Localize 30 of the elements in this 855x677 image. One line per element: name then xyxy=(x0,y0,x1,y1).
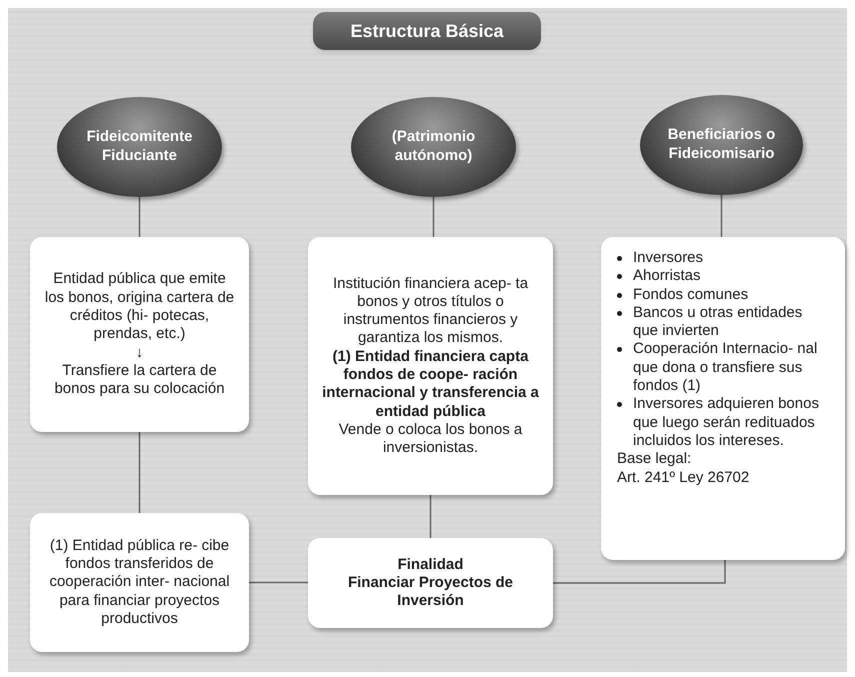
card-text: (1) Entidad pública re- cibe fondos transferidos de cooperación inter- nacional para financiar proyectos productivos xyxy=(48,536,231,628)
connector-line xyxy=(249,582,308,584)
list-item: Inversores adquieren bonos que luego serán redituados incluidos los intereses. xyxy=(633,395,820,450)
card-text: (1) Entidad financiera capta fondos de coope- ración internacional y transferencia a entidad pública xyxy=(321,348,540,421)
card-text: Vende o coloca los bonos a inversionistas. xyxy=(338,420,524,458)
connector-line xyxy=(138,197,140,237)
card-text: Transfiere la cartera de bonos para su colocación xyxy=(53,362,226,399)
connector-line xyxy=(553,560,726,584)
connector-line xyxy=(432,197,434,237)
list-item: Bancos u otras entidades que invierten xyxy=(633,304,804,340)
card-text: Entidad pública que emite los bonos, origina cartera de créditos (hi- potecas, prendas, etc.) xyxy=(44,270,236,344)
description-card xyxy=(30,237,249,432)
list-item: Fondos comunes xyxy=(633,286,748,304)
description-card xyxy=(30,513,249,652)
card-text: ↓ xyxy=(136,344,144,362)
card-text: Institución financiera acep- ta bonos y otros títulos o instrumentos financieros y garantiza los mismos. xyxy=(332,274,530,348)
list-card xyxy=(601,237,845,560)
list-item: Inversores xyxy=(633,249,704,268)
connector-line xyxy=(138,432,140,513)
card-text: Finalidad xyxy=(398,556,464,574)
connector-line xyxy=(720,195,722,237)
note-text: Base legal: xyxy=(617,450,692,469)
list-item: Cooperación Internacio- nal que dona o transfiere sus fondos (1) xyxy=(633,340,818,396)
goal-card xyxy=(308,538,553,628)
description-card xyxy=(308,237,553,495)
title-banner: Estructura Básica xyxy=(313,12,541,50)
card-text: Financiar Proyectos de Inversión xyxy=(346,574,514,610)
connector-line xyxy=(430,495,432,538)
note-text: Art. 241º Ley 26702 xyxy=(617,468,750,487)
list-item: Ahorristas xyxy=(633,267,701,286)
